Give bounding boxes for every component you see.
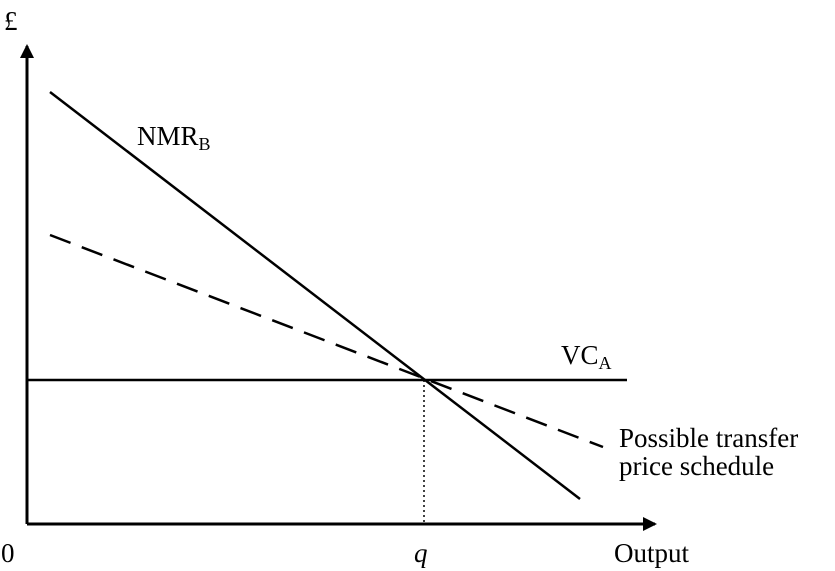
vc-a-label-main: VC <box>561 340 599 370</box>
origin-label: 0 <box>1 538 15 568</box>
nmr-b-line <box>49 91 581 500</box>
y-axis-label: £ <box>4 6 18 36</box>
transfer-price-label-line1: Possible transfer <box>619 423 798 453</box>
q-label: q <box>414 538 428 568</box>
nmr-b-label-main: NMR <box>137 121 199 151</box>
nmr-b-label: NMRB <box>137 121 211 154</box>
vc-a-label-sub: A <box>599 353 612 373</box>
nmr-b-label-sub: B <box>199 134 211 154</box>
vc-a-label: VCA <box>561 340 612 373</box>
x-axis-label: Output <box>614 538 690 568</box>
transfer-price-label-line2: price schedule <box>619 451 774 481</box>
transfer-price-schedule-line <box>49 233 604 449</box>
